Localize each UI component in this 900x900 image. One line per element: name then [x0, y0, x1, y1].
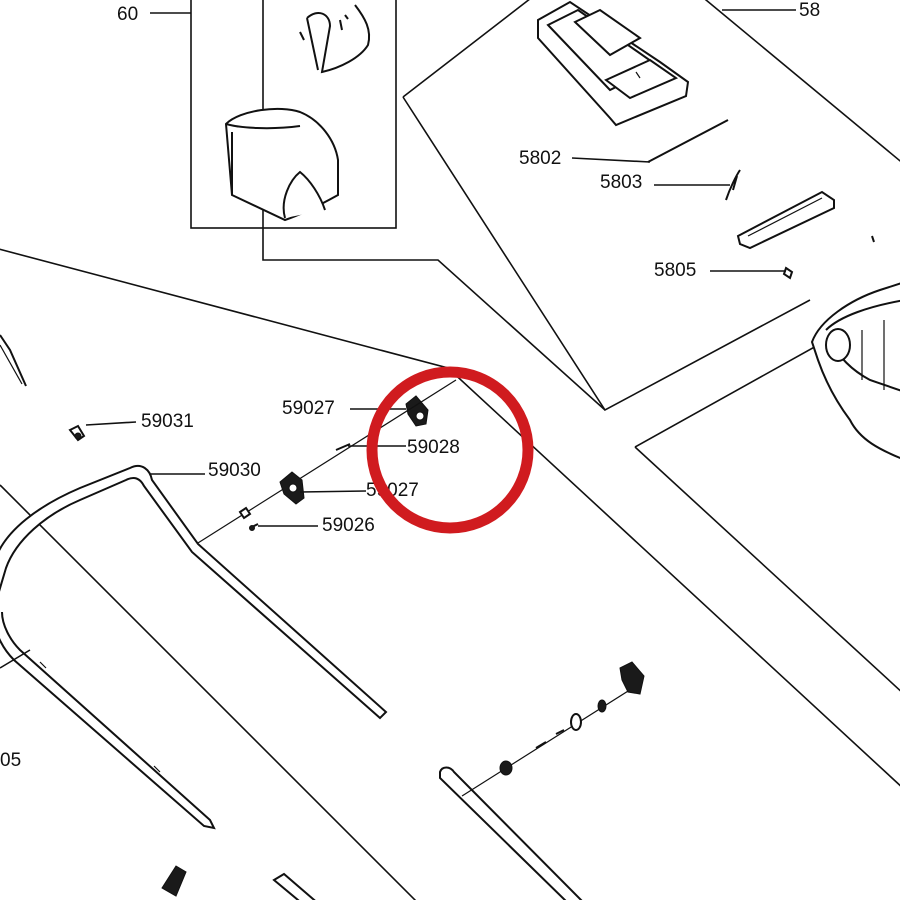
label-05: 05 [0, 750, 21, 771]
lower-bracket-part [279, 471, 305, 505]
bar-bracket-part [736, 190, 875, 250]
screw-59026-part [249, 523, 259, 531]
label-5805: 5805 [654, 260, 696, 281]
small-screw-part [782, 266, 794, 280]
control-box-part [537, 0, 690, 127]
label-60: 60 [117, 4, 138, 25]
bolt-59028-part [335, 443, 351, 451]
label-58: 58 [799, 0, 820, 21]
upper-handle-part [0, 464, 388, 830]
label-59027-top: 59027 [282, 398, 335, 419]
label-5802: 5802 [519, 148, 561, 169]
grass-bag-frame-part [299, 4, 371, 74]
label-59026: 59026 [322, 515, 375, 536]
cable-fragment-part [0, 334, 27, 387]
grass-bag-part [224, 107, 339, 222]
pivot-bracket-part [405, 395, 429, 427]
label-5803: 5803 [600, 172, 642, 193]
lever-hardware-part [499, 661, 645, 776]
bottom-parts [161, 865, 316, 900]
spring-part [725, 169, 741, 201]
label-59031: 59031 [141, 411, 194, 432]
label-59028: 59028 [407, 437, 460, 458]
handle-panel-frame [0, 248, 900, 900]
label-59030: 59030 [208, 460, 261, 481]
frame-58 [402, 0, 900, 692]
engine-cover-part [810, 282, 900, 460]
lower-handle-part [439, 685, 637, 900]
highlight-circle [366, 366, 534, 534]
washer-part [238, 506, 252, 520]
rod-part [647, 119, 729, 163]
handle-axis-line [189, 379, 457, 549]
leader-lines [0, 9, 796, 669]
knob-59031-part [68, 424, 86, 442]
